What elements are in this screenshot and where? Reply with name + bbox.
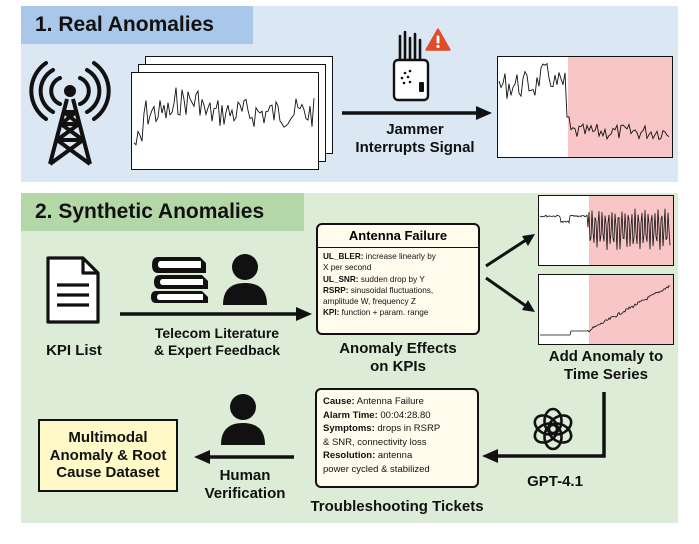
jammer-label: Jammer Interrupts Signal	[340, 121, 490, 156]
ticket-resolution: Resolution: antenna	[323, 450, 413, 461]
effect-line: KPI: function + param. range	[323, 308, 429, 318]
real-signal-plot	[133, 87, 315, 146]
human-label-line-1: Human	[219, 467, 271, 484]
jammed-signal-plot	[498, 62, 670, 141]
effects-title: Antenna Failure	[318, 225, 478, 248]
effect-line: UL_BLER: increase linearly by	[323, 252, 436, 261]
ticket-cause: Cause: Antenna Failure	[323, 396, 424, 407]
effect-line: UL_SNR: sudden drop by Y	[323, 274, 425, 284]
synthetic-series-plot-2	[540, 285, 671, 336]
synthetic-series-window-2	[538, 274, 674, 345]
dataset-box: Multimodal Anomaly & Root Cause Dataset	[38, 419, 178, 492]
ticket-symptoms: Symptoms: drops in RSRP	[323, 423, 441, 434]
warning-icon	[425, 28, 451, 51]
gpt-label: GPT-4.1	[527, 473, 583, 490]
effect-line: amplitude W, frequency Z	[323, 297, 416, 307]
openai-logo-icon	[533, 407, 573, 451]
troubleshooting-ticket-box: Cause: Antenna Failure Alarm Time: 00:04…	[315, 388, 479, 488]
dataset-label-line-1: Multimodal	[68, 428, 148, 446]
cell-tower-icon	[29, 61, 111, 166]
add-anomaly-label: Add Anomaly to Time Series	[528, 348, 684, 383]
literature-label-line-2: & Expert Feedback	[153, 341, 281, 358]
effect-line: X per second	[323, 263, 372, 273]
jammer-label-line-1: Jammer	[386, 121, 444, 138]
effects-label-line-1: Anomaly Effects	[339, 340, 457, 357]
books-icon	[151, 257, 208, 303]
anomaly-effects-label: Anomaly Effects on KPIs	[310, 340, 486, 375]
anomaly-region	[568, 57, 672, 157]
tickets-label: Troubleshooting Tickets	[310, 498, 484, 515]
synthetic-anomalies-header: 2. Synthetic Anomalies	[21, 193, 304, 231]
effects-label-line-2: on KPIs	[370, 357, 426, 375]
branch-arrows	[485, 234, 535, 312]
person-icon	[223, 254, 267, 305]
jammer-device-icon	[392, 30, 430, 102]
synthetic-series-plot-1	[539, 208, 671, 251]
verification-arrow	[194, 450, 294, 464]
synthetic-anomalies-title: 2. Synthetic Anomalies	[35, 200, 265, 223]
gpt-arrow	[482, 392, 606, 463]
kpi-list-label: KPI List	[46, 342, 102, 359]
effects-body: UL_BLER: increase linearly by X per seco…	[318, 248, 478, 322]
document-icon	[46, 256, 100, 324]
dataset-label-line-2: Anomaly & Root	[49, 446, 167, 464]
literature-label-line-1: Telecom Literature	[154, 325, 280, 341]
human-verification-label: Human Verification	[196, 467, 294, 502]
ticket-symptoms-cont: & SNR, connectivity loss	[323, 436, 427, 448]
literature-arrow	[120, 307, 312, 321]
real-anomalies-title: 1. Real Anomalies	[35, 13, 214, 36]
effect-line: RSRP: sinusoidal fluctuations,	[323, 285, 434, 295]
jammer-label-line-2: Interrupts Signal	[355, 138, 475, 156]
anomaly-region	[589, 275, 673, 344]
person-icon	[221, 394, 265, 445]
jammed-signal-window	[497, 56, 673, 158]
dataset-label-line-3: Cause Dataset	[56, 464, 160, 482]
literature-label: Telecom Literature & Expert Feedback	[122, 325, 312, 358]
real-anomalies-header: 1. Real Anomalies	[21, 6, 253, 44]
add-anomaly-label-line-2: Time Series	[564, 365, 648, 383]
jammer-arrow	[342, 106, 492, 120]
dataset-label: Multimodal Anomaly & Root Cause Dataset	[50, 429, 167, 482]
add-anomaly-label-line-1: Add Anomaly to	[548, 348, 664, 365]
ticket-resolution-cont: power cycled & stabilized	[323, 463, 430, 475]
human-label-line-2: Verification	[204, 484, 286, 502]
ticket-alarm-time: Alarm Time: 00:04:28.80	[323, 409, 431, 421]
anomaly-effects-box: Antenna Failure UL_BLER: increase linear…	[316, 223, 480, 335]
